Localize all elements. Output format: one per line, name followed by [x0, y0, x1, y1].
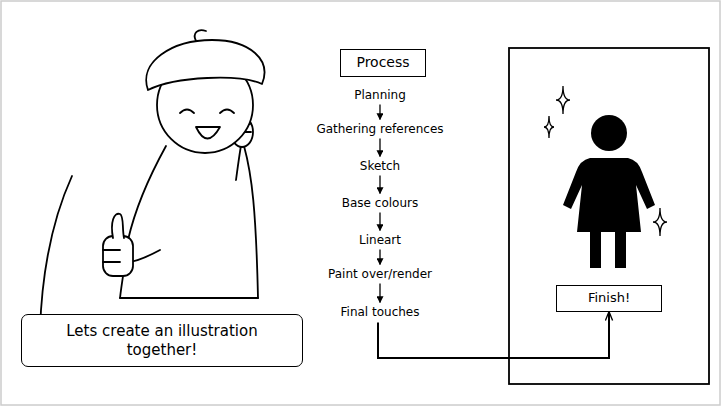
process-step: Paint over/render: [328, 267, 432, 282]
flow-arrow: [379, 105, 380, 120]
node-text: Process: [356, 54, 409, 72]
node-text: Lets create an illustration together!: [30, 322, 294, 360]
node-text: Sketch: [360, 159, 400, 174]
flow-arrow: [379, 213, 380, 231]
process-step: Base colours: [342, 196, 418, 211]
heading-box: Process: [340, 49, 426, 77]
process-step: Gathering references: [316, 122, 443, 137]
flow-arrow: [379, 284, 380, 303]
node-text: Finish!: [588, 290, 630, 306]
node-text: Base colours: [342, 196, 418, 211]
finish-box: Finish!: [556, 285, 662, 312]
node-text: Final touches: [341, 305, 420, 320]
flow-arrow: [379, 176, 380, 194]
speech-box: Lets create an illustration together!: [21, 314, 303, 367]
node-text: Gathering references: [316, 122, 443, 137]
process-step: Lineart: [359, 233, 401, 248]
flow-arrow: [379, 250, 380, 265]
node-text: Paint over/render: [328, 267, 432, 282]
figure-silhouette: [563, 115, 655, 268]
process-step: Final touches: [341, 305, 420, 320]
artist-character: [40, 30, 264, 330]
node-text: Lineart: [359, 233, 401, 248]
flow-arrow: [378, 313, 609, 359]
node-text: Planning: [354, 88, 406, 103]
flow-arrow: [379, 139, 380, 157]
sparkles: [544, 86, 667, 236]
process-step: Sketch: [360, 159, 400, 174]
process-step: Planning: [354, 88, 406, 103]
